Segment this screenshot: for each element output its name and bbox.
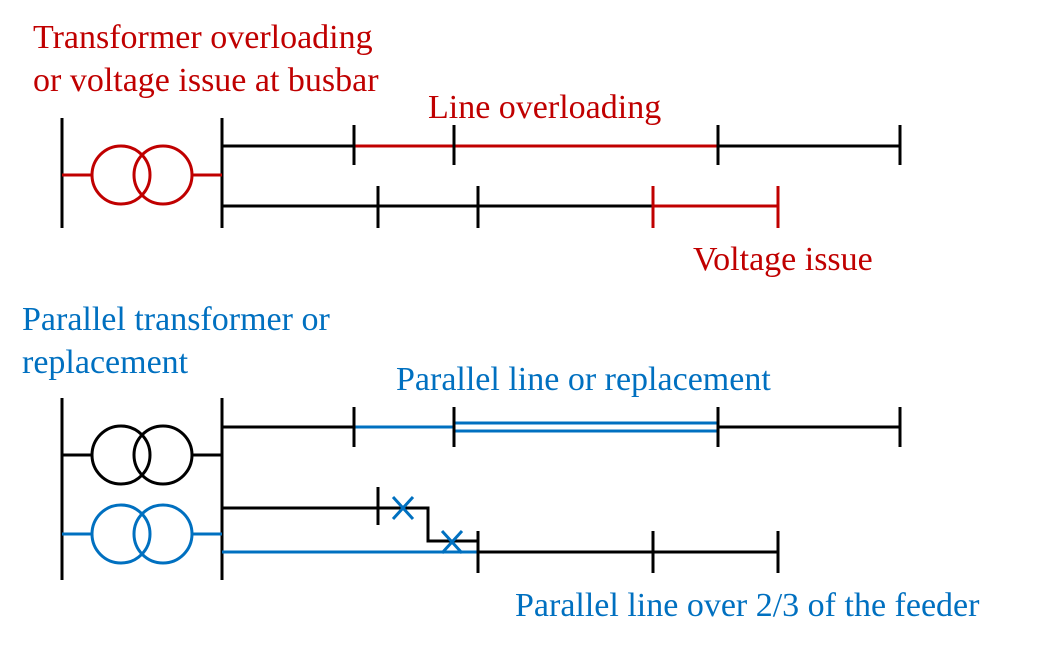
open-switch-1-icon bbox=[391, 495, 415, 521]
parallel-transformer-label-line2: replacement bbox=[22, 344, 189, 381]
parallel-line-feeder-label: Parallel line over 2/3 of the feeder bbox=[515, 587, 980, 624]
disconnected-link bbox=[378, 506, 478, 543]
parallel-line-replacement-label: Parallel line or replacement bbox=[396, 361, 771, 398]
transformer-issue-label-line2: or voltage issue at busbar bbox=[33, 62, 379, 99]
problem-network bbox=[60, 118, 902, 228]
overloaded-transformer-symbol bbox=[62, 144, 222, 206]
existing-transformer-symbol bbox=[62, 424, 222, 486]
voltage-issue-label: Voltage issue bbox=[693, 241, 873, 278]
parallel-transformer-symbol bbox=[62, 503, 222, 565]
feeder-2-top bbox=[222, 186, 780, 228]
feeder-1-bottom bbox=[222, 407, 902, 447]
transformer-issue-label-line1: Transformer overloading bbox=[33, 19, 373, 56]
open-switch-2-icon bbox=[440, 529, 464, 555]
parallel-transformer-label-line1: Parallel transformer or bbox=[22, 301, 330, 338]
feeder-2-bottom bbox=[222, 487, 780, 573]
solution-network bbox=[60, 398, 902, 580]
feeder-1-top bbox=[222, 125, 902, 165]
line-overloading-label: Line overloading bbox=[428, 89, 662, 126]
